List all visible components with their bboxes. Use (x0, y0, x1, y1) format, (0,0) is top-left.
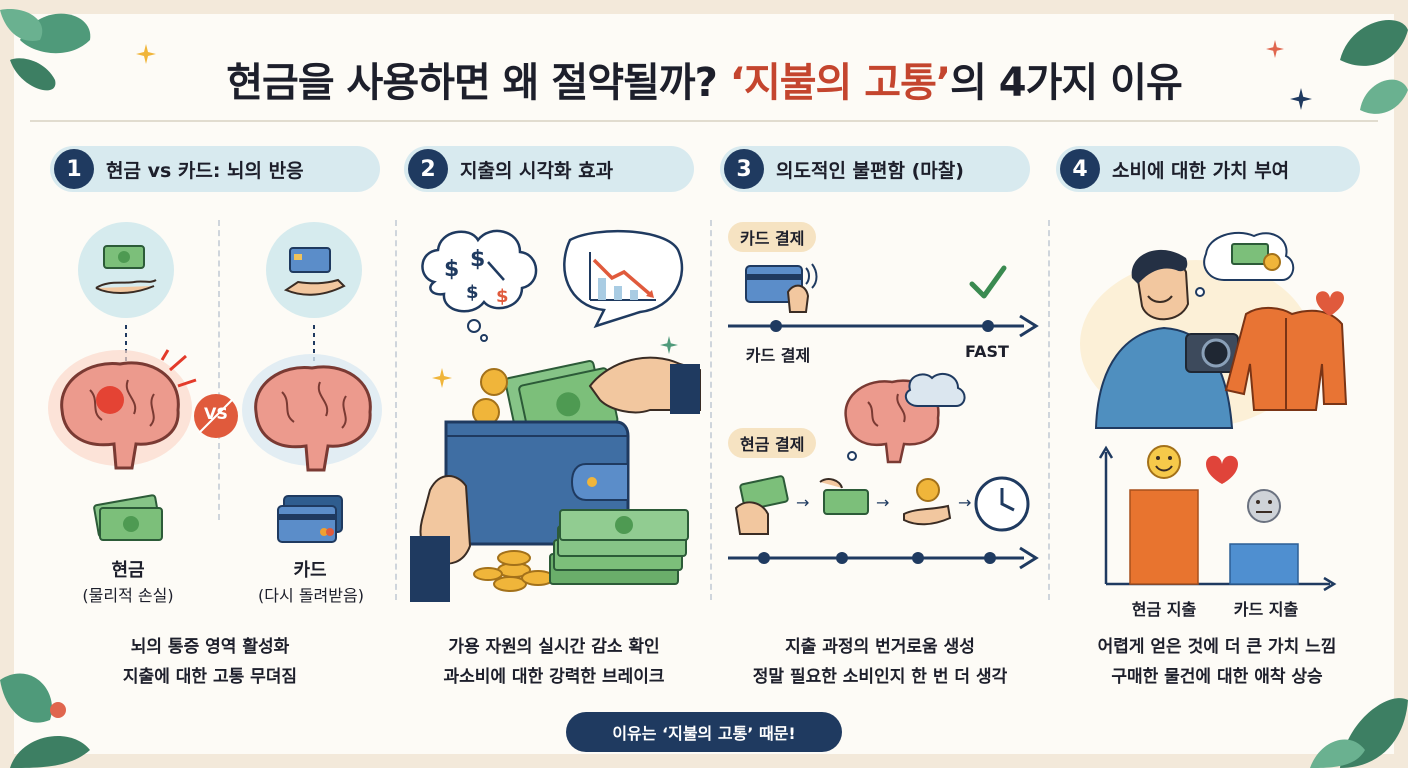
card-tap-icon (745, 263, 818, 313)
svg-text:→: → (796, 493, 809, 512)
section-1-number: 1 (54, 149, 94, 189)
section-1-header: 1 현금 vs 카드: 뇌의 반응 (50, 146, 380, 192)
section-2-header: 2 지출의 시각화 효과 (404, 146, 694, 192)
column-separator-2 (710, 220, 712, 600)
happy-face-icon (1147, 445, 1181, 479)
section-3-caption: 지출 과정의 번거로움 생성 정말 필요한 소비인지 한 번 더 생각 (712, 632, 1048, 692)
cash-payment-steps: → → → (734, 475, 1030, 535)
credit-card-icon (277, 495, 343, 543)
leaf-decoration-top-right (1340, 20, 1408, 114)
section-2-caption-line-2: 과소비에 대한 강력한 브레이크 (443, 667, 665, 687)
card-sublabel: (다시 돌려받음) (258, 586, 364, 605)
hand-giving-card-icon (266, 222, 362, 318)
cash-spending-bar (1129, 489, 1199, 585)
section-2-title: 지출의 시각화 효과 (460, 159, 614, 182)
cash-payment-tag: 현금 결제 (728, 428, 817, 458)
page-title: 현금을 사용하면 왜 절약될까? ‘지불의 고통’의 4가지 이유 (0, 50, 1408, 108)
svg-text:$: $ (470, 247, 485, 272)
column-separator-1 (395, 220, 397, 600)
section-3-number: 3 (724, 149, 764, 189)
speech-bubble-decline-chart-icon (563, 229, 684, 329)
section-3-header: 3 의도적인 불편함 (마찰) (720, 146, 1030, 192)
section-2-caption-line-1: 가용 자원의 실시간 감소 확인 (448, 637, 660, 657)
sparkle-icon (136, 44, 156, 64)
section-2-number: 2 (408, 149, 448, 189)
checkmark-icon (969, 265, 1007, 299)
title-part2: 의 4가지 이유 (950, 60, 1183, 106)
thinking-brain-icon (844, 372, 966, 464)
card-timeline-label: 카드 결제 (745, 346, 811, 365)
sparkle-icon (432, 368, 452, 388)
cash-label: 현금 (111, 560, 145, 581)
chart-label-cash: 현금 지출 (1131, 600, 1197, 619)
svg-text:$: $ (496, 286, 509, 307)
brain-calm-icon (242, 354, 382, 472)
cash-sublabel: (물리적 손실) (82, 586, 174, 605)
title-part1: 현금을 사용하면 왜 절약될까? (226, 60, 730, 106)
chart-label-card: 카드 지출 (1233, 600, 1299, 619)
sparkle-icon (1290, 88, 1312, 110)
leaf-decoration-top-left (0, 9, 91, 91)
section-3-title: 의도적인 불편함 (마찰) (776, 159, 964, 182)
sparkle-icon (1266, 40, 1284, 58)
section-3-caption-line-2: 정말 필요한 소비인지 한 번 더 생각 (752, 667, 1008, 687)
title-accent: ‘지불의 고통’ (729, 60, 951, 106)
person-with-purchases-icon (1080, 231, 1348, 429)
section-1-inner-separator (218, 220, 220, 520)
card-payment-tag: 카드 결제 (728, 222, 817, 252)
thought-bubble-dollars-icon: $ $ $ $ (421, 229, 538, 342)
heart-icon (1206, 455, 1238, 484)
section-4-title: 소비에 대한 가치 부여 (1112, 159, 1290, 182)
neutral-face-icon (1247, 489, 1281, 523)
section-4-caption: 어렵게 얻은 것에 더 큰 가치 느낌 구매한 물건에 대한 애착 상승 (1052, 632, 1382, 692)
card-label: 카드 (293, 560, 327, 581)
card-spending-bar (1229, 543, 1299, 585)
section-1-caption-line-2: 지출에 대한 고통 무뎌짐 (122, 667, 298, 687)
svg-text:$: $ (444, 257, 459, 282)
column-separator-3 (1048, 220, 1050, 600)
section-1-caption: 뇌의 통증 영역 활성화 지출에 대한 고통 무뎌짐 (40, 632, 380, 692)
hand-giving-cash-icon (78, 222, 174, 318)
wallet-with-money-icon (410, 356, 701, 602)
section-4-caption-line-1: 어렵게 얻은 것에 더 큰 가치 느낌 (1097, 637, 1337, 657)
section-4-caption-line-2: 구매한 물건에 대한 애착 상승 (1111, 667, 1323, 687)
summary-banner: 이유는 ‘지불의 고통’ 때문! (566, 712, 842, 752)
svg-text:$: $ (466, 282, 479, 303)
section-4-number: 4 (1060, 149, 1100, 189)
sparkle-icon (660, 336, 678, 354)
cash-bills-icon (93, 494, 163, 541)
section-1-title: 현금 vs 카드: 뇌의 반응 (106, 159, 304, 182)
fast-label: FAST (965, 342, 1009, 361)
section-1-caption-line-1: 뇌의 통증 영역 활성화 (130, 637, 290, 657)
section-3-caption-line-1: 지출 과정의 번거로움 생성 (785, 637, 975, 657)
title-divider (30, 120, 1378, 122)
svg-text:→: → (876, 493, 889, 512)
leaf-decoration-bottom-right (1310, 698, 1408, 768)
cash-payment-timeline (728, 546, 1039, 570)
svg-text:→: → (958, 493, 971, 512)
value-comparison-chart (1098, 445, 1337, 592)
vs-label: VS (204, 404, 228, 423)
section-2-caption: 가용 자원의 실시간 감소 확인 과소비에 대한 강력한 브레이크 (398, 632, 710, 692)
brain-pain-icon (48, 349, 197, 470)
card-payment-timeline (728, 314, 1039, 338)
section-4-header: 4 소비에 대한 가치 부여 (1056, 146, 1360, 192)
leaf-decoration-bottom-left (0, 673, 90, 768)
vs-badge (194, 394, 238, 438)
